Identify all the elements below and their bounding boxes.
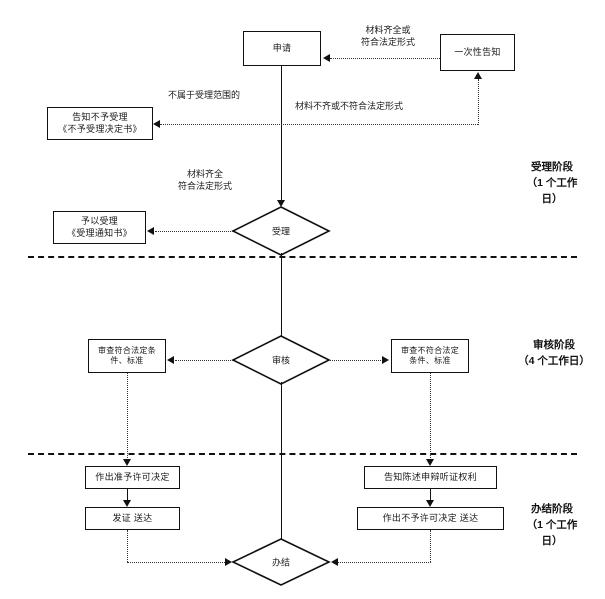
stage-acceptance-duration-2: 日） <box>541 192 563 205</box>
edge-grant-to-issue <box>127 489 128 503</box>
diamond-shape-accept <box>231 206 331 256</box>
node-review-pass-line-2: 件、标准 <box>110 356 144 365</box>
diamond-shape-complete <box>231 538 331 586</box>
node-deny-deliver-label: 作出不予许可决定 送达 <box>382 512 479 523</box>
label-line-1: 不属于受理范围的 <box>168 90 241 100</box>
node-grant-decision-label: 作出准予许可决定 <box>95 471 170 482</box>
label-materials-complete-legal: 材料齐全 符合法定形式 <box>155 168 255 192</box>
label-not-in-scope: 不属于受理范围的 <box>168 89 288 101</box>
label-materials-incomplete: 材料不齐或不符合法定形式 <box>295 100 485 112</box>
edge-review-pass-down <box>127 373 128 462</box>
label-line-2: 符合法定形式 <box>360 37 415 48</box>
stage-separator-review <box>28 453 577 455</box>
edge-review-to-pass <box>175 360 233 361</box>
node-review-fail[interactable]: 审查不符合法定 条件、标准 <box>391 339 469 373</box>
arrowhead-to-review-pass <box>167 356 174 364</box>
stage-acceptance-name: 受理阶段 <box>531 161 573 173</box>
node-accept-notice-line-1: 予以受理 <box>80 216 119 227</box>
node-hearing-rights[interactable]: 告知陈述申辩听证权利 <box>364 466 497 489</box>
label-line-1: 材料齐全或 <box>365 25 411 35</box>
stage-completion-name: 办结阶段 <box>531 503 573 515</box>
edge-review-fail-down <box>430 373 431 462</box>
node-hearing-rights-label: 告知陈述申辩听证权利 <box>383 471 477 482</box>
node-complete[interactable]: 办结 <box>231 537 331 587</box>
diamond-shape-review <box>231 335 331 385</box>
arrowhead-apply-to-accept <box>277 200 285 207</box>
label-line-1: 材料齐全 <box>186 169 223 179</box>
label-materials-complete-or-legal: 材料齐全或 符合法定形式 <box>338 24 438 48</box>
arrowhead-grant-to-issue <box>123 500 131 507</box>
arrowhead-review-pass-down <box>123 459 131 466</box>
arrowhead-deny-to-complete <box>331 558 338 566</box>
edge-deny-to-complete-horizontal <box>338 562 431 563</box>
arrowhead-to-review-fail <box>382 356 389 364</box>
stage-review-name: 审核阶段 <box>533 339 575 351</box>
edge-review-to-complete <box>281 382 282 543</box>
node-review-fail-line-2: 条件、标准 <box>409 356 451 365</box>
edge-issue-to-complete-vertical <box>127 530 128 562</box>
stage-separator-acceptance <box>28 256 577 258</box>
node-reject-notice-line-1: 告知不予受理 <box>72 112 128 123</box>
node-accept-notice-line-2: 《受理通知书》 <box>66 227 133 238</box>
edge-apply-to-one-time-notice-vertical <box>478 79 479 125</box>
stage-label-acceptance: 受理阶段 （1 个工作 日） <box>506 160 598 207</box>
node-one-time-notice-label: 一次性告知 <box>454 46 501 57</box>
edge-deny-to-complete-vertical <box>430 530 431 562</box>
edge-hearing-to-deny <box>430 489 431 503</box>
node-deny-deliver[interactable]: 作出不予许可决定 送达 <box>357 507 504 530</box>
stage-label-review: 审核阶段 （4 个工作日） <box>506 338 602 370</box>
node-review-fail-line-1: 审查不符合法定 <box>400 346 460 355</box>
node-accept-decision[interactable]: 受理 <box>231 205 331 257</box>
node-issue-deliver[interactable]: 发证 送达 <box>85 507 180 530</box>
edge-review-to-fail <box>330 360 383 361</box>
node-grant-decision[interactable]: 作出准予许可决定 <box>85 466 180 489</box>
label-line-2: 符合法定形式 <box>177 181 232 192</box>
node-apply-label: 申请 <box>272 42 292 53</box>
arrowhead-issue-to-complete <box>225 558 232 566</box>
edge-issue-to-complete-horizontal <box>127 562 227 563</box>
arrowhead-to-apply <box>323 54 330 62</box>
edge-one-time-notice-to-apply <box>330 58 440 59</box>
stage-completion-duration-1: （1 个工作 <box>526 518 578 531</box>
node-issue-deliver-label: 发证 送达 <box>112 512 153 523</box>
node-apply[interactable]: 申请 <box>243 31 321 66</box>
node-reject-notice[interactable]: 告知不予受理 《不予受理决定书》 <box>47 107 153 140</box>
node-review-pass[interactable]: 审查符合法定条 件、标准 <box>88 339 166 373</box>
node-reject-notice-line-2: 《不予受理决定书》 <box>58 123 142 134</box>
arrowhead-hearing-to-deny <box>426 500 434 507</box>
arrowhead-review-fail-down <box>426 459 434 466</box>
node-review-pass-line-1: 审查符合法定条 <box>97 346 157 355</box>
node-one-time-notice[interactable]: 一次性告知 <box>440 34 515 71</box>
arrowhead-to-accept-notice <box>147 227 154 235</box>
stage-acceptance-duration-1: （1 个工作 <box>526 176 578 189</box>
stage-review-duration-1: （4 个工作日） <box>518 354 590 367</box>
edge-apply-to-one-time-notice-horizontal <box>281 124 478 125</box>
edge-apply-to-reject-notice <box>160 124 282 125</box>
arrowhead-to-reject-notice <box>153 120 160 128</box>
stage-completion-duration-2: 日） <box>541 534 563 547</box>
edge-apply-to-accept <box>281 66 282 203</box>
arrowhead-to-one-time-notice <box>474 72 482 79</box>
edge-accept-to-accept-notice <box>155 231 233 232</box>
node-review-decision[interactable]: 审核 <box>231 334 331 386</box>
stage-label-completion: 办结阶段 （1 个工作 日） <box>506 502 598 549</box>
label-line-1: 材料不齐或不符合法定形式 <box>295 101 404 111</box>
edge-accept-to-review <box>281 253 282 341</box>
node-accept-notice[interactable]: 予以受理 《受理通知书》 <box>53 211 146 244</box>
